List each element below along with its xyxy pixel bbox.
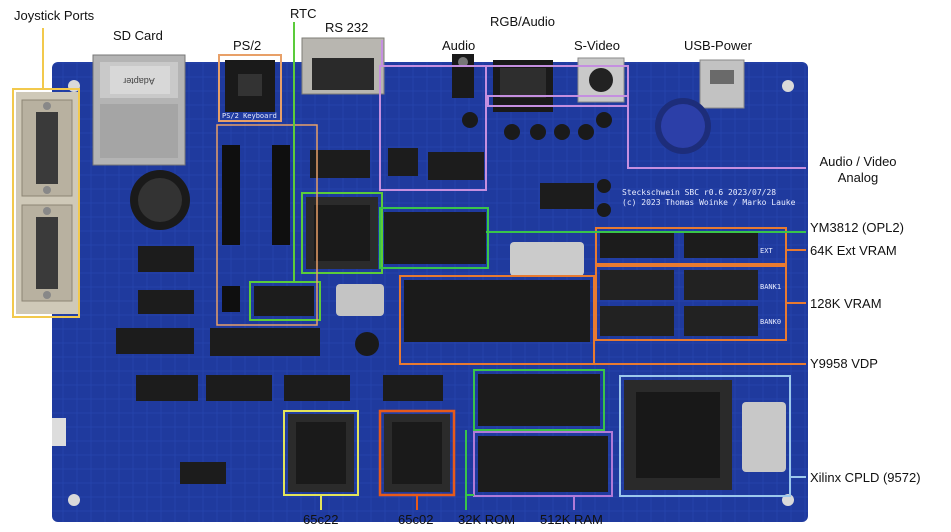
label-joystick-ports: Joystick Ports (14, 8, 95, 23)
silkscreen-board-name: Steckschwein SBC r0.6 2023/07/28 (622, 188, 777, 197)
label-128k-vram: 128K VRAM (810, 296, 882, 311)
label-rtc: RTC (290, 6, 317, 21)
label-ram: 512K RAM (540, 512, 603, 527)
box-cpld (619, 375, 791, 497)
silkscreen-ext: EXT (760, 247, 773, 255)
silkscreen-copyright: (c) 2023 Thomas Woinke / Marko Lauke (622, 198, 796, 207)
label-cpld: Xilinx CPLD (9572) (810, 470, 921, 485)
box-rom (473, 369, 605, 431)
box-ext-vram (595, 227, 787, 265)
box-rtc-chip (249, 281, 321, 321)
silkscreen-ps2-keyboard: PS/2 Keyboard (222, 112, 277, 120)
box-joystick (12, 88, 80, 318)
label-ext-vram: 64K Ext VRAM (810, 243, 897, 258)
label-audio-video-analog-1: Audio / Video (819, 154, 897, 169)
box-rtc (301, 192, 383, 274)
sd-adapter-text: Adapter (123, 76, 155, 86)
label-rgb-audio: RGB/Audio (490, 14, 556, 29)
label-usb-power: USB-Power (684, 38, 752, 53)
label-svideo: S-Video (574, 38, 621, 53)
label-via: 65c22 (303, 512, 339, 527)
label-rs232: RS 232 (325, 20, 369, 35)
label-vdp: Y9958 VDP (810, 356, 878, 371)
sd-card-slot: Adapter (92, 54, 186, 166)
joystick-connectors (16, 92, 78, 314)
silkscreen-bank0: BANK0 (760, 318, 782, 326)
label-audio-video-analog-2: Analog (837, 170, 879, 185)
box-rs232-header (216, 124, 318, 326)
capacitors (355, 112, 612, 356)
box-ps2 (218, 54, 282, 122)
box-ym3812 (379, 207, 489, 269)
box-vdp (399, 275, 595, 365)
label-rom: 32K ROM (458, 512, 516, 527)
misc-chips (116, 148, 594, 484)
label-audio: Audio (442, 38, 476, 53)
silkscreen-bank1: BANK1 (760, 283, 782, 291)
label-cpu: 65c02 (398, 512, 434, 527)
box-ram (473, 431, 613, 497)
label-ps2: PS/2 (233, 38, 262, 53)
label-ym3812: YM3812 (OPL2) (810, 220, 904, 235)
label-sd-card: SD Card (113, 28, 163, 43)
